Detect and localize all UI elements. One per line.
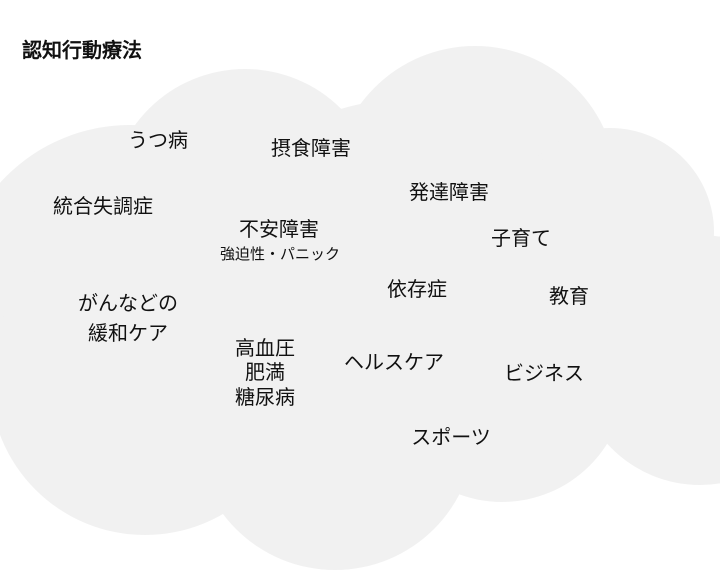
word-developmental: 発達障害: [409, 180, 489, 204]
word-eating-disorder: 摂食障害: [271, 136, 351, 160]
word-addiction: 依存症: [387, 277, 447, 301]
word-anxiety-sub: 強迫性・パニック: [219, 245, 341, 263]
word-schizophrenia: 統合失調症: [53, 194, 153, 218]
diagram-title: 認知行動療法: [22, 38, 142, 62]
word-parenting: 子育て: [491, 226, 551, 250]
word-diabetes: 糖尿病: [235, 385, 295, 409]
word-business: ビジネス: [504, 361, 584, 385]
word-healthcare: ヘルスケア: [344, 350, 444, 374]
word-obesity: 肥満: [245, 360, 285, 384]
word-depression: うつ病: [128, 128, 188, 152]
word-hypertension: 高血圧: [235, 336, 295, 360]
word-education: 教育: [549, 284, 589, 308]
word-anxiety: 不安障害: [239, 217, 319, 241]
word-sports: スポーツ: [411, 425, 491, 449]
word-palliative-2: 緩和ケア: [88, 321, 168, 345]
word-palliative-1: がんなどの: [78, 291, 178, 315]
